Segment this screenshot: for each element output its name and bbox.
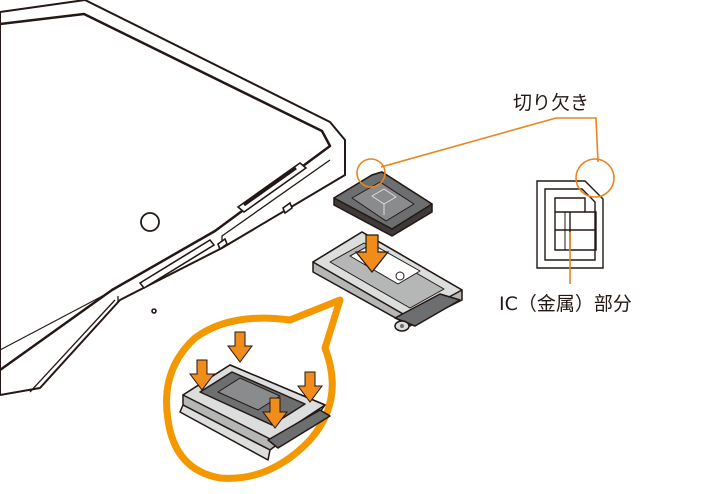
phone-body	[0, 0, 346, 396]
side-slot-openings	[138, 161, 308, 314]
notch-label: 切り欠き	[513, 92, 590, 114]
ic-contact-label: IC（金属）部分	[499, 293, 632, 315]
magnifier	[163, 296, 344, 482]
sim-tray	[312, 231, 463, 332]
callout-lines	[356, 117, 615, 284]
camera-ring	[140, 212, 160, 232]
sim-card	[333, 171, 433, 237]
insert-arrow	[354, 234, 390, 273]
press-arrows	[189, 331, 323, 429]
